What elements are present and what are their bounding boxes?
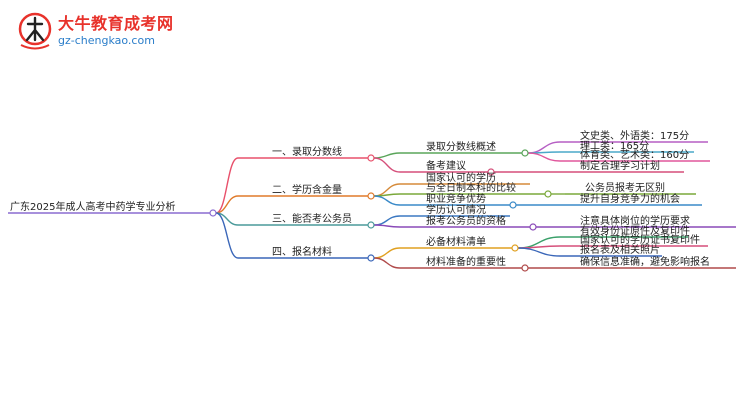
branch-0-child-1-leaf-0[interactable]: 制定合理学习计划 xyxy=(580,159,660,172)
branch-3-child-1-curve xyxy=(373,257,401,269)
branch-1-curve xyxy=(215,195,239,214)
branch-0-child-0-curve xyxy=(373,152,401,159)
branch-2-child-0-topic[interactable]: 学历认可情况 xyxy=(426,203,486,216)
branch-3-child-0-leaf-2[interactable]: 报名表及相关照片 xyxy=(580,243,660,256)
branch-0-dot xyxy=(367,154,375,162)
branch-0-child-0-dot xyxy=(521,149,529,157)
branch-3-topic[interactable]: 四、报名材料 xyxy=(272,245,332,258)
branch-3-child-1-leaf-0[interactable]: 确保信息准确，避免影响报名 xyxy=(580,255,710,268)
branch-3-child-0-topic[interactable]: 必备材料清单 xyxy=(426,235,486,248)
branch-2-topic[interactable]: 三、能否考公务员 xyxy=(272,212,352,225)
branch-1-child-1-dot xyxy=(544,190,552,198)
branch-2-child-1-topic[interactable]: 报考公务员的资格 xyxy=(426,214,506,227)
brand-title[interactable]: 大牛教育成考网 xyxy=(58,14,174,33)
branch-0-child-0-leaf-0[interactable]: 文史类、外语类：175分 xyxy=(580,129,689,142)
branch-1-child-2-curve xyxy=(373,195,401,206)
branch-3-child-0-leaf-2-curve xyxy=(517,247,561,257)
brand-url[interactable]: gz-chengkao.com xyxy=(58,34,155,47)
branch-0-child-0-topic[interactable]: 录取分数线概述 xyxy=(426,140,496,153)
branch-3-curve xyxy=(215,212,239,259)
branch-2-child-1-dot xyxy=(529,223,537,231)
branch-1-topic[interactable]: 二、学历含金量 xyxy=(272,183,342,196)
branch-2-child-0-curve xyxy=(373,215,401,226)
branch-1-child-0-topic[interactable]: 国家认可的学历 xyxy=(426,171,496,184)
branch-3-dot xyxy=(367,254,375,262)
branch-0-curve xyxy=(215,157,239,214)
branch-0-child-0-leaf-2[interactable]: 体育类、艺术类：160分 xyxy=(580,148,689,161)
root-connector-dot xyxy=(209,209,217,217)
branch-1-dot xyxy=(367,192,375,200)
branch-0-child-0-leaf-2-curve xyxy=(527,152,561,162)
branch-2-child-1-curve xyxy=(373,224,401,228)
brand-logo-icon xyxy=(18,12,52,50)
branch-3-child-0-curve xyxy=(373,247,401,259)
branch-0-child-1-dot xyxy=(487,168,495,176)
branch-0-topic[interactable]: 一、录取分数线 xyxy=(272,145,342,158)
branch-3-child-1-topic[interactable]: 材料准备的重要性 xyxy=(426,255,506,268)
branch-3-child-0-leaf-1[interactable]: 国家认可的学历证书复印件 xyxy=(580,233,700,246)
branch-3-child-1-dot xyxy=(521,264,529,272)
branch-3-child-0-leaf-0[interactable]: 有效身份证原件及复印件 xyxy=(580,224,690,237)
branch-1-child-1-topic[interactable]: 与全日制本科的比较 xyxy=(426,181,516,194)
branch-1-child-1-leaf-0[interactable]: 公务员报考无区别 xyxy=(585,181,665,194)
branch-2-dot xyxy=(367,221,375,229)
branch-1-child-2-leaf-0[interactable]: 提升自身竞争力的机会 xyxy=(580,192,680,205)
branch-0-child-0-leaf-1[interactable]: 理工类：165分 xyxy=(580,139,649,152)
root-topic[interactable]: 广东2025年成人高考中药学专业分析 xyxy=(10,200,175,213)
branch-1-child-2-topic[interactable]: 职业竞争优势 xyxy=(426,192,486,205)
branch-1-child-2-dot xyxy=(509,201,517,209)
branch-2-child-1-leaf-0[interactable]: 注意具体岗位的学历要求 xyxy=(580,214,690,227)
branch-0-child-1-curve xyxy=(373,157,401,173)
branch-3-child-0-dot xyxy=(511,244,519,252)
branch-0-child-1-topic[interactable]: 备考建议 xyxy=(426,159,466,172)
